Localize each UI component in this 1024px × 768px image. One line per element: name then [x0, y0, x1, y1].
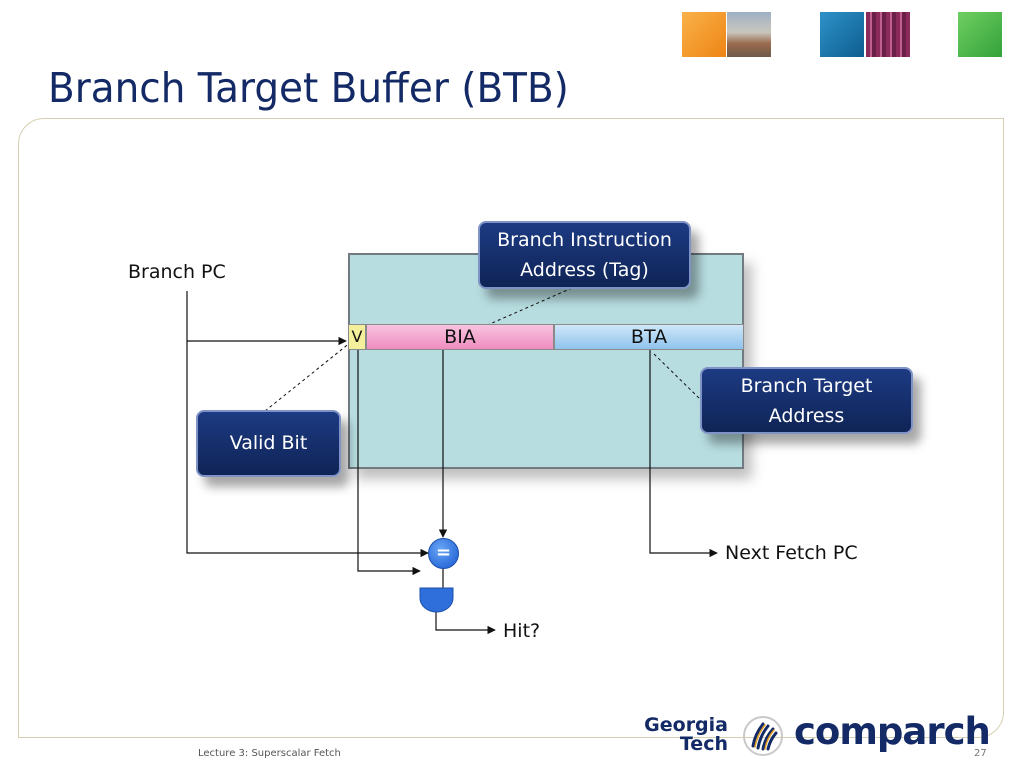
next-fetch-pc-label: Next Fetch PC [725, 542, 858, 564]
callout-bta-line-2: Address [768, 405, 845, 427]
thumbnail-chip-photo [866, 12, 910, 57]
callout-bia-line-1: Branch Instruction [497, 229, 672, 251]
thumbnail-orange [682, 12, 726, 57]
footer-lecture: Lecture 3: Superscalar Fetch [198, 748, 341, 759]
ornament-icon [743, 716, 783, 756]
georgia-tech-line-1: Georgia [644, 714, 728, 736]
callout-bia-line-2: Address (Tag) [520, 259, 649, 281]
comparch-logo: comparch [794, 710, 991, 753]
callout-branch-instruction-address: Branch Instruction Address (Tag) [478, 221, 691, 289]
page-number: 27 [974, 748, 987, 759]
comparator-symbol: = [435, 542, 452, 563]
callout-branch-target-address: Branch Target Address [700, 367, 913, 434]
georgia-tech-logo: Georgia Tech [636, 716, 728, 754]
bia-field: BIA [366, 324, 554, 350]
hit-label: Hit? [503, 620, 541, 642]
thumbnail-green [958, 12, 1002, 57]
content-frame [18, 118, 1004, 738]
callout-bta-line-1: Branch Target [740, 375, 873, 397]
v-field: V [348, 324, 366, 350]
georgia-tech-line-2: Tech [679, 733, 728, 755]
callout-valid-bit: Valid Bit [196, 410, 341, 477]
callout-valid-text: Valid Bit [229, 432, 308, 454]
thumbnail-blue [820, 12, 864, 57]
page-title: Branch Target Buffer (BTB) [48, 64, 569, 112]
branch-pc-label: Branch PC [128, 261, 226, 283]
comparator-circle: = [428, 538, 459, 569]
thumbnail-campus-photo [727, 12, 771, 57]
bta-field: BTA [554, 324, 744, 350]
